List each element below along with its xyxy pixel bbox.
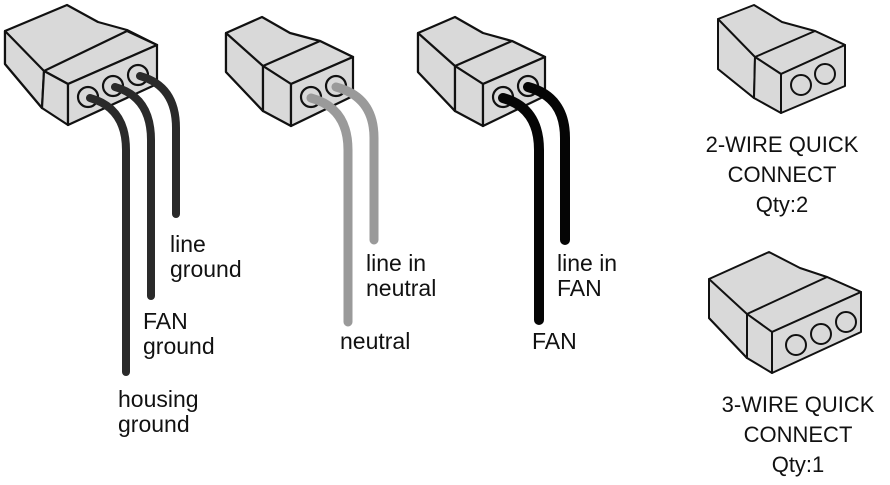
two-wire-quick-connect-icon bbox=[717, 4, 846, 114]
label-fan: FAN bbox=[532, 329, 577, 354]
caption-title-line1: 3-WIRE QUICK bbox=[721, 392, 875, 417]
port-hole bbox=[810, 323, 832, 345]
label-housing-ground: housing ground bbox=[118, 387, 199, 437]
caption-two-wire-quick-connect: 2-WIRE QUICK CONNECT Qty:2 bbox=[682, 130, 882, 220]
label-line2: neutral bbox=[366, 275, 437, 301]
label-fan-ground: FAN ground bbox=[143, 309, 215, 359]
three-wire-quick-connect-icon bbox=[708, 251, 862, 374]
label-line1: FAN bbox=[143, 308, 188, 334]
wire-line-in-neutral bbox=[331, 82, 379, 245]
wire-fan bbox=[498, 93, 544, 325]
label-line2: ground bbox=[170, 256, 242, 282]
caption-qty: Qty:1 bbox=[771, 452, 825, 477]
caption-qty: Qty:2 bbox=[755, 192, 809, 217]
port-hole bbox=[835, 311, 857, 333]
fan-connector bbox=[416, 15, 547, 128]
label-line1: line bbox=[170, 231, 206, 257]
caption-three-wire-quick-connect: 3-WIRE QUICK CONNECT Qty:1 bbox=[698, 390, 890, 480]
label-line1: housing bbox=[118, 386, 199, 412]
label-line-ground: line ground bbox=[170, 232, 242, 282]
wire-fan-ground bbox=[111, 83, 155, 300]
ground-connector bbox=[3, 3, 159, 127]
label-line-in-fan: line in FAN bbox=[557, 251, 617, 301]
label-neutral: neutral bbox=[340, 329, 410, 354]
connector-face bbox=[780, 44, 846, 114]
label-line1: line in bbox=[557, 250, 618, 276]
wire-neutral bbox=[306, 93, 353, 327]
label-line2: ground bbox=[118, 411, 190, 437]
wire-housing-ground bbox=[86, 94, 130, 376]
port-hole bbox=[785, 334, 807, 356]
wire-line-ground bbox=[136, 72, 180, 218]
caption-title-line1: 2-WIRE QUICK bbox=[705, 132, 859, 157]
port-hole bbox=[814, 63, 836, 85]
caption-title-line2: CONNECT bbox=[743, 422, 853, 447]
port-hole bbox=[790, 74, 812, 96]
label-line1: neutral bbox=[340, 328, 411, 354]
label-line2: FAN bbox=[557, 275, 602, 301]
caption-title-line2: CONNECT bbox=[727, 162, 837, 187]
label-line1: FAN bbox=[532, 328, 577, 354]
label-line2: ground bbox=[143, 333, 215, 359]
label-line1: line in bbox=[366, 250, 427, 276]
label-line-in-neutral: line in neutral bbox=[366, 251, 436, 301]
wire-line-in-fan bbox=[523, 82, 570, 245]
